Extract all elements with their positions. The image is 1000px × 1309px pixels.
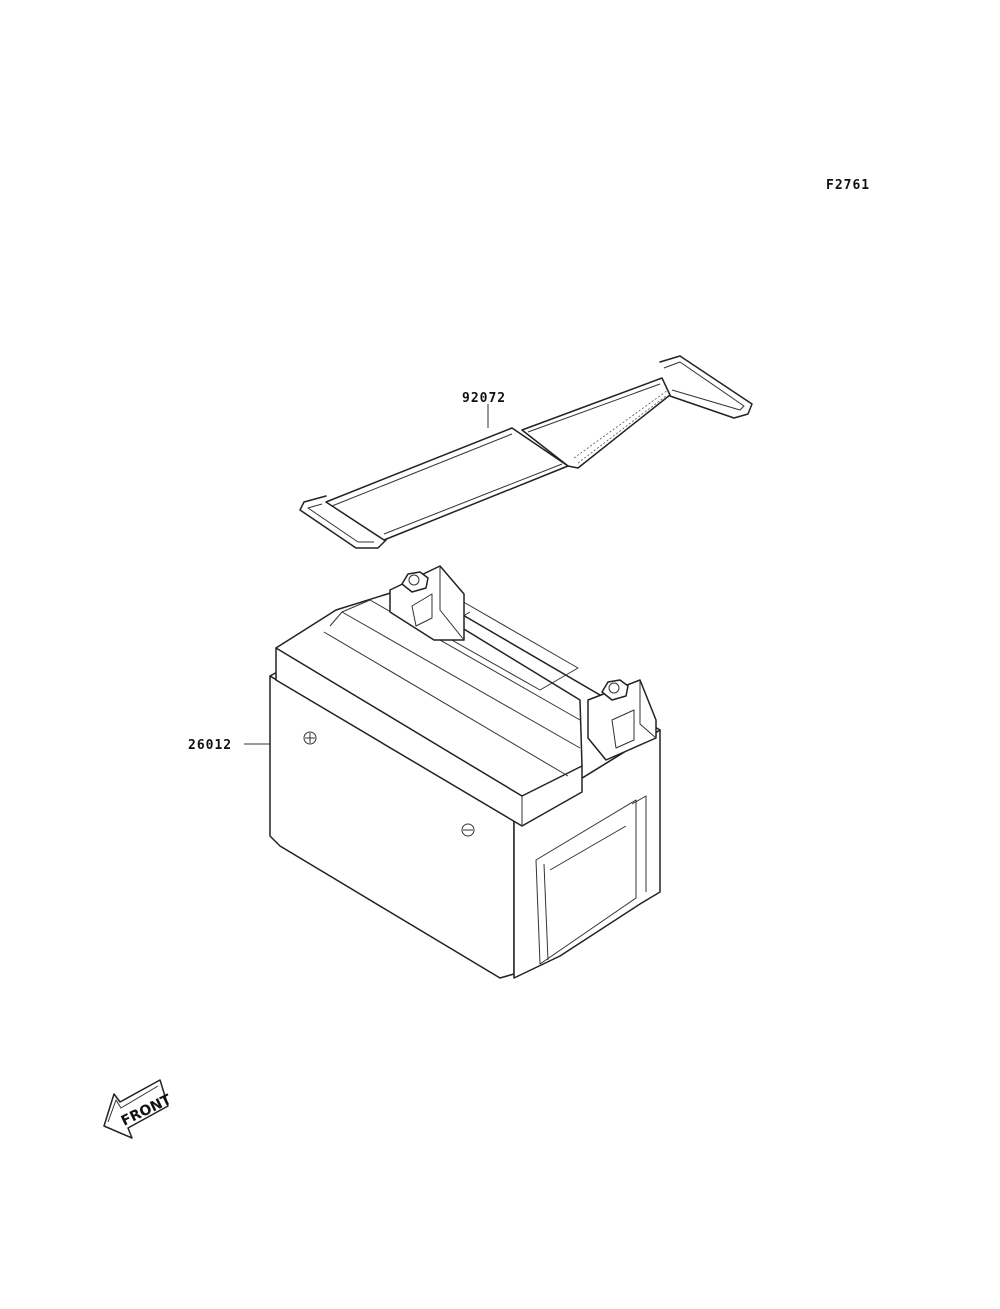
- part-label-26012: 26012: [188, 738, 232, 753]
- battery-26012[interactable]: [244, 565, 661, 979]
- part-label-92072: 92072: [462, 391, 506, 406]
- front-arrow-icon: FRONT: [103, 1079, 174, 1139]
- polarity-mark-icon: [303, 731, 317, 745]
- polarity-mark-icon: [461, 823, 475, 837]
- figure-code: F2761: [826, 178, 870, 193]
- battery-band-92072[interactable]: [299, 355, 753, 549]
